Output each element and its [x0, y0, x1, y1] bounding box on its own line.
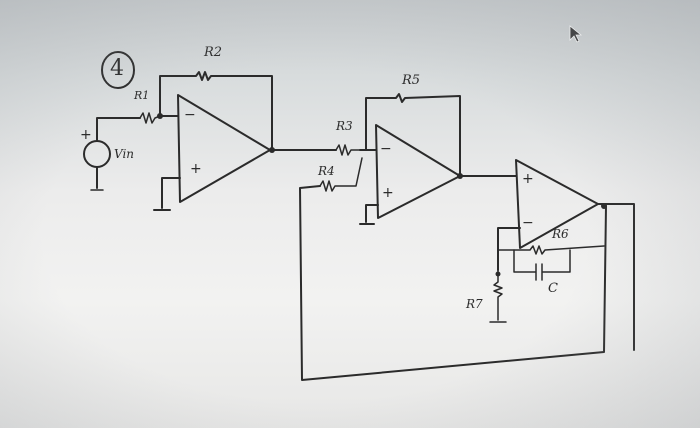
node-opamp1-inv	[157, 113, 163, 119]
r2-label: R2	[204, 45, 223, 60]
opamp-3	[515, 159, 599, 249]
opamp-3-out	[597, 203, 635, 351]
r1-resistor	[139, 112, 161, 124]
r1-label: R1	[134, 89, 150, 102]
vin-label: Vin	[114, 147, 135, 161]
node-r7-top	[495, 271, 501, 277]
r4-resistor	[319, 157, 363, 192]
r4-label: R4	[318, 164, 335, 178]
r2-feedback	[159, 71, 273, 151]
opamp-2	[375, 124, 461, 219]
opamp-1-plus-sign: +	[190, 161, 202, 177]
problem-number-circle	[101, 51, 135, 89]
r6-label: R6	[552, 227, 569, 241]
r3-label: R3	[336, 119, 353, 133]
opamp-3-minus-sign: −	[522, 215, 534, 231]
source-plus-sign: +	[80, 127, 92, 143]
feedback-loop-wire	[299, 185, 607, 381]
mouse-cursor-icon	[569, 25, 583, 43]
problem-number: 4	[110, 56, 124, 81]
r5-feedback	[365, 93, 461, 177]
opamp-3-inv-input	[497, 227, 521, 271]
r7-resistor	[489, 269, 507, 323]
opamp-1-minus-sign: −	[184, 107, 196, 123]
opamp-2-noninv-ground	[359, 204, 379, 225]
r6-resistor	[497, 245, 605, 255]
r3-resistor	[335, 144, 371, 156]
opamp-2-plus-sign: +	[382, 185, 394, 201]
opamp-2-minus-sign: −	[380, 141, 392, 157]
node-opamp3-out	[601, 203, 607, 209]
r7-label: R7	[466, 297, 483, 311]
c-label: C	[548, 281, 558, 296]
opamp-1	[177, 94, 271, 203]
c-capacitor	[513, 249, 571, 281]
opamp-1-noninv-ground	[153, 177, 181, 211]
opamp-3-plus-sign: +	[522, 171, 534, 187]
r5-label: R5	[402, 73, 421, 88]
source-wire-top	[96, 117, 141, 142]
